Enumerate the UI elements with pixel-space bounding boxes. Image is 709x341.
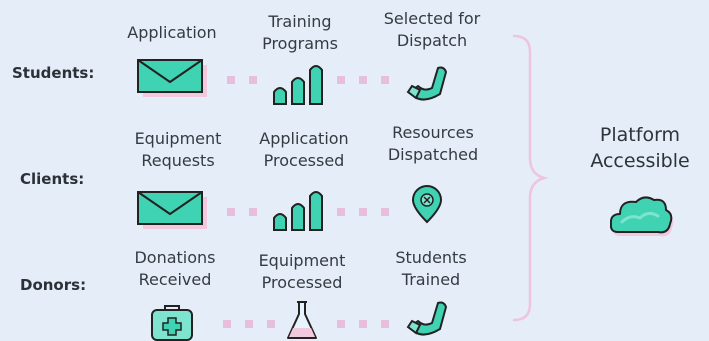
row-label-students: Students: [12,64,95,82]
flask-icon [287,301,317,339]
step-label: Students Trained [395,248,467,289]
bar-chart-icon [273,65,323,105]
phone-handset-icon [406,301,447,336]
platform-accessible-label: Platform Accessible [590,124,690,172]
step-label: Application Processed [259,129,349,170]
step-label: Equipment Processed [258,251,346,292]
medical-kit-icon [151,305,193,341]
location-pin-icon [411,185,443,224]
phone-handset-icon [406,66,447,101]
cloud-icon [610,196,674,237]
envelope-icon [137,191,207,229]
step-label: Equipment Requests [134,129,222,170]
bar-chart-icon [273,191,323,231]
step-label: Resources Dispatched [387,123,479,164]
step-label: Donations Received [134,248,216,289]
row-label-donors: Donors: [20,276,87,294]
step-label: Selected for Dispatch [383,9,481,50]
step-label: Training Programs [262,12,338,53]
connector-dots-row-2 [227,208,389,216]
connector-dots-row-3 [223,320,389,328]
row-label-clients: Clients: [20,170,85,188]
step-label: Application [127,23,217,42]
curly-bracket [512,34,549,322]
connector-dots-row-1 [227,76,389,84]
envelope-icon [137,59,207,97]
